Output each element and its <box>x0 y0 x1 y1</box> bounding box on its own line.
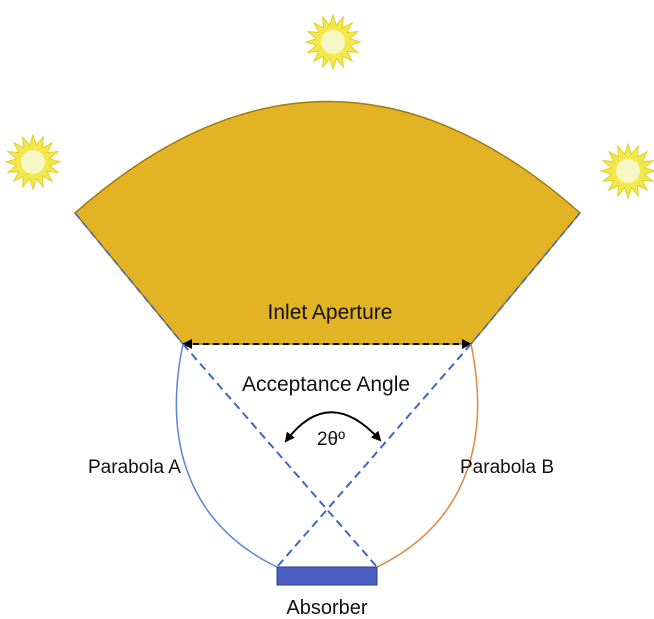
parabola-a-curve <box>175 343 278 568</box>
cone-edge-right-dashed <box>470 212 581 345</box>
sun-icon-right <box>599 142 654 200</box>
acceptance-line-left <box>182 343 378 568</box>
parabola-a-label: Parabola A <box>88 457 181 478</box>
acceptance-line-right <box>276 343 472 568</box>
angle-value-label: 2θº <box>317 429 345 450</box>
absorber-bar <box>276 566 378 586</box>
absorber-label: Absorber <box>286 597 367 619</box>
parabola-b-label: Parabola B <box>460 457 554 478</box>
parabola-b-curve <box>376 343 479 568</box>
sun-icon-top <box>304 13 362 71</box>
inlet-cone-shape <box>73 100 582 345</box>
acceptance-angle-arc <box>284 411 382 443</box>
sun-icon-left <box>4 133 62 191</box>
inlet-aperture-label: Inlet Aperture <box>268 301 393 324</box>
cone-edge-left-dashed <box>74 212 184 345</box>
acceptance-angle-label: Acceptance Angle <box>242 373 410 396</box>
